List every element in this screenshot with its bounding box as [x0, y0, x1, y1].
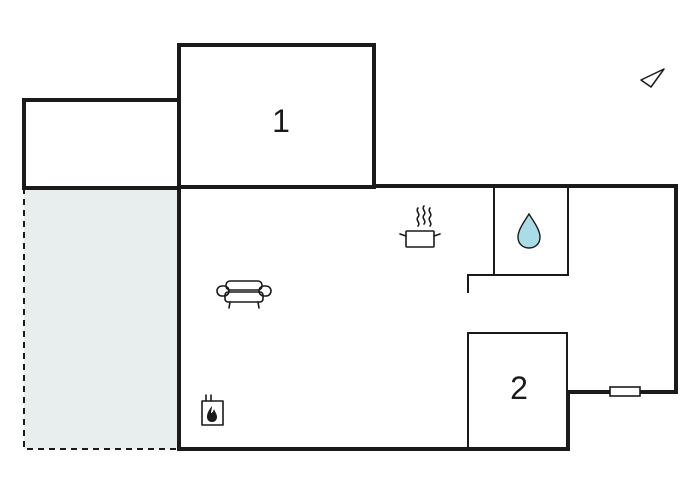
sofa-icon [216, 280, 272, 309]
room-2: 2 [467, 332, 568, 449]
fireplace-icon [201, 394, 224, 426]
room-1: 1 [177, 43, 376, 189]
bathroom-partition-wall [467, 274, 494, 293]
water-drop-icon [517, 212, 541, 249]
terrace-area [23, 188, 179, 450]
upper-left-room [22, 98, 181, 190]
radiator-icon [609, 386, 641, 397]
room-2-walls [467, 332, 568, 449]
cooking-pot-icon [399, 205, 441, 248]
bathroom-walls [493, 187, 569, 276]
room-1-number: 1 [272, 103, 290, 139]
bathroom [467, 187, 569, 293]
terrace-dashed-border [23, 188, 179, 450]
terrace-fill [24, 188, 179, 449]
living-area-walls [177, 184, 678, 451]
compass-arrow-icon [640, 68, 665, 88]
room-2-number: 2 [510, 370, 528, 406]
